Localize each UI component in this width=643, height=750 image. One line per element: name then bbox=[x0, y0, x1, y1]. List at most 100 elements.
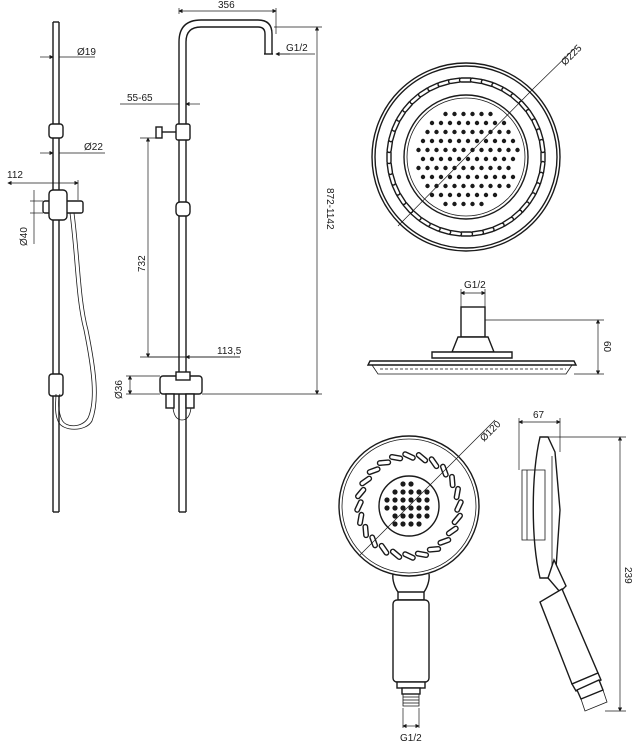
spray-slot bbox=[437, 536, 452, 546]
dim-60: 60 bbox=[485, 319, 612, 375]
nozzle bbox=[416, 505, 422, 511]
nozzle bbox=[497, 129, 502, 135]
nozzle bbox=[474, 174, 480, 180]
nozzle bbox=[474, 192, 480, 198]
dim-112: 112 bbox=[7, 170, 79, 200]
nozzle bbox=[483, 192, 489, 198]
spray-slot bbox=[389, 548, 403, 560]
nozzle bbox=[479, 183, 484, 189]
spray-slot bbox=[538, 138, 546, 154]
dim-g12-top: G1/2 bbox=[275, 43, 315, 57]
nozzle bbox=[492, 138, 498, 144]
dim-239-label: 239 bbox=[622, 567, 633, 584]
nozzle bbox=[492, 174, 498, 180]
dim-g12-head: G1/2 bbox=[460, 280, 486, 307]
nozzle bbox=[501, 120, 507, 126]
spray-slot bbox=[357, 511, 365, 527]
nozzle bbox=[452, 201, 457, 207]
nozzle bbox=[416, 489, 422, 495]
dim-36: Ø36 bbox=[114, 375, 160, 399]
nozzle bbox=[483, 156, 489, 162]
nozzle bbox=[434, 165, 439, 171]
nozzle bbox=[497, 183, 502, 189]
nozzle bbox=[461, 111, 466, 117]
nozzle bbox=[416, 497, 422, 503]
nozzle bbox=[408, 489, 414, 495]
dim-36-label: Ø36 bbox=[114, 380, 125, 399]
nozzle bbox=[429, 192, 435, 198]
dim-g12-hand: G1/2 bbox=[400, 708, 422, 744]
nozzle bbox=[434, 183, 439, 189]
nozzle bbox=[425, 183, 430, 189]
nozzle bbox=[392, 521, 398, 527]
dim-872-1142-label: 872-1142 bbox=[324, 188, 335, 230]
nozzle bbox=[488, 165, 493, 171]
nozzle bbox=[420, 138, 426, 144]
nozzle bbox=[408, 521, 414, 527]
nozzle bbox=[497, 165, 502, 171]
nozzle bbox=[438, 138, 444, 144]
riser-front-view bbox=[155, 19, 273, 513]
nozzle bbox=[479, 111, 484, 117]
nozzle bbox=[416, 165, 421, 171]
nozzle bbox=[506, 129, 511, 135]
overhead-shower-side-view bbox=[366, 306, 578, 375]
hand-shower-side-view bbox=[521, 436, 608, 712]
dim-22: Ø22 bbox=[40, 142, 105, 156]
hand-spray-slots bbox=[354, 451, 464, 561]
spray-slot bbox=[402, 451, 416, 461]
nozzle bbox=[461, 201, 466, 207]
dim-225-label: Ø225 bbox=[559, 43, 584, 68]
dim-60-label: 60 bbox=[601, 341, 612, 353]
nozzle bbox=[400, 505, 406, 511]
nozzle bbox=[470, 201, 475, 207]
nozzle bbox=[416, 521, 422, 527]
nozzle bbox=[452, 183, 457, 189]
dim-19: Ø19 bbox=[40, 47, 96, 60]
dim-356-label: 356 bbox=[218, 0, 235, 11]
nozzle bbox=[515, 147, 520, 153]
nozzle bbox=[424, 505, 430, 511]
nozzle bbox=[452, 147, 457, 153]
spray-slot bbox=[448, 473, 456, 489]
nozzle bbox=[452, 129, 457, 135]
nozzle bbox=[456, 174, 462, 180]
spray-slot bbox=[453, 485, 461, 501]
nozzle bbox=[443, 147, 448, 153]
nozzle bbox=[400, 489, 406, 495]
nozzle bbox=[447, 138, 453, 144]
spray-slot bbox=[445, 525, 459, 537]
nozzle bbox=[510, 174, 516, 180]
nozzle bbox=[461, 165, 466, 171]
dim-g12-top-label: G1/2 bbox=[286, 43, 308, 54]
nozzle bbox=[392, 497, 398, 503]
nozzle bbox=[420, 156, 426, 162]
nozzle bbox=[420, 174, 426, 180]
nozzle bbox=[465, 138, 471, 144]
spray-slot bbox=[355, 486, 367, 500]
nozzle bbox=[443, 183, 448, 189]
nozzle bbox=[429, 120, 435, 126]
nozzle bbox=[424, 513, 430, 519]
nozzle bbox=[461, 129, 466, 135]
nozzle bbox=[384, 505, 390, 511]
nozzle bbox=[488, 111, 493, 117]
spray-slot bbox=[388, 454, 404, 462]
overhead-shower-top-view bbox=[371, 62, 561, 252]
nozzle bbox=[497, 147, 502, 153]
nozzle bbox=[438, 156, 444, 162]
nozzle bbox=[408, 497, 414, 503]
nozzle bbox=[443, 165, 448, 171]
dim-19-label: Ø19 bbox=[77, 47, 96, 58]
spray-slot bbox=[426, 545, 442, 553]
dim-239: 239 bbox=[548, 436, 633, 712]
nozzle bbox=[447, 192, 453, 198]
nozzle bbox=[392, 505, 398, 511]
nozzle bbox=[483, 120, 489, 126]
nozzle bbox=[425, 165, 430, 171]
nozzle bbox=[465, 120, 471, 126]
nozzle bbox=[438, 192, 444, 198]
dim-120-label: Ø120 bbox=[478, 419, 503, 444]
dim-40-label: Ø40 bbox=[19, 227, 30, 246]
spray-slot bbox=[362, 523, 370, 539]
